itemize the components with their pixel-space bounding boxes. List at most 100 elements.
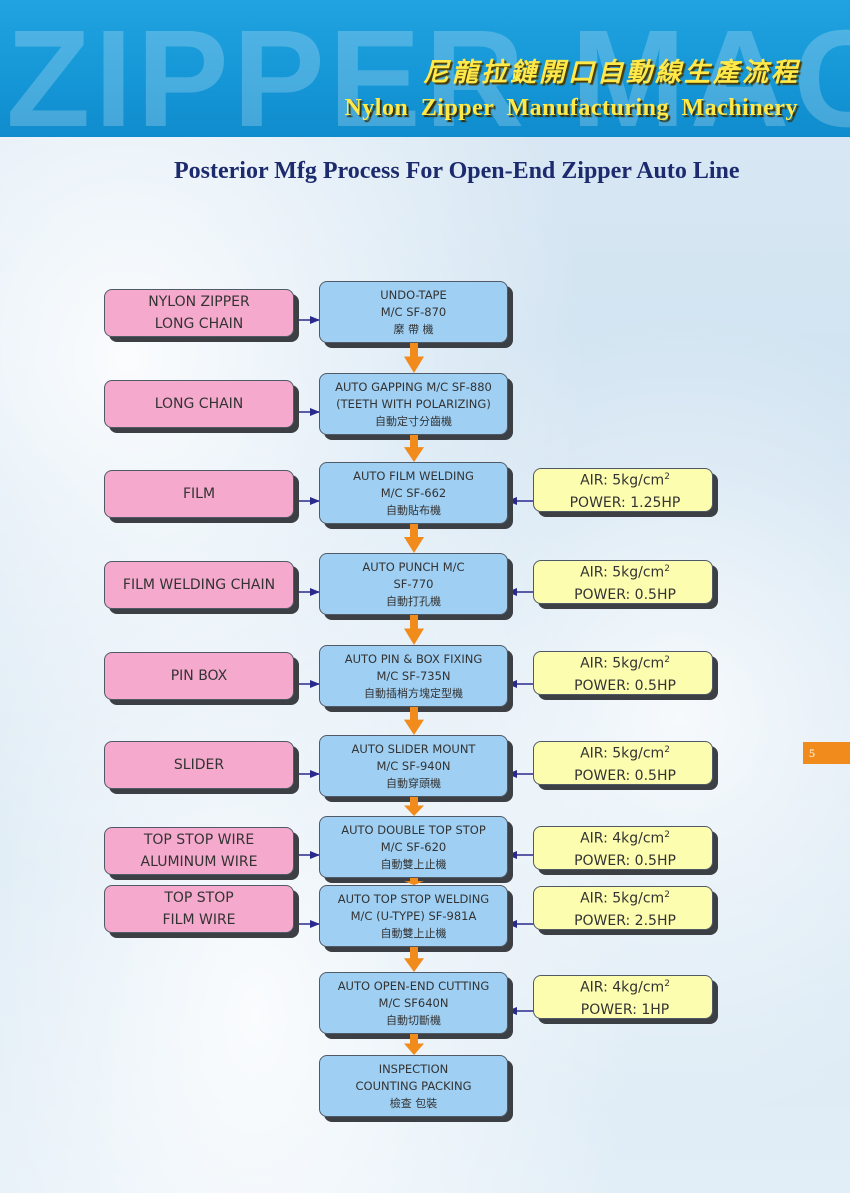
machine-step-label: AUTO GAPPING M/C SF-880 [335, 379, 492, 394]
machine-step-box: AUTO TOP STOP WELDING M/C (U-TYPE) SF-981… [319, 885, 508, 947]
superscript-unit: 2 [664, 472, 670, 483]
input-material-box: LONG CHAIN [104, 380, 294, 428]
machine-step-label: COUNTING PACKING [355, 1078, 472, 1093]
input-material-label: LONG CHAIN [154, 396, 244, 412]
air-pressure-label: AIR: 4kg/cm2 [576, 824, 670, 850]
power-label: POWER: 2.5HP [574, 912, 676, 929]
input-material-box: TOP STOP WIRE ALUMINUM WIRE [104, 827, 294, 875]
machine-step-label: AUTO TOP STOP WELDING [337, 891, 490, 906]
superscript-unit: 2 [664, 890, 670, 901]
machine-step-chinese-label: 自動定寸分齒機 [375, 414, 452, 428]
air-pressure-label: AIR: 5kg/cm2 [576, 466, 670, 492]
air-pressure-value: AIR: 4kg/cm [580, 979, 665, 996]
superscript-unit: 2 [664, 979, 670, 990]
flow-down-arrow [403, 1034, 424, 1055]
input-material-label: FILM WIRE [162, 912, 236, 928]
machine-step-box: AUTO GAPPING M/C SF-880 (TEETH WITH POLAR… [319, 373, 508, 435]
input-material-label: SLIDER [173, 757, 225, 773]
machine-step-label: AUTO PUNCH M/C [362, 559, 465, 574]
machine-step-label: (TEETH WITH POLARIZING) [336, 396, 491, 411]
flow-down-arrow [403, 878, 424, 885]
machine-step-chinese-label: 自動雙上止機 [380, 926, 447, 940]
input-material-label: TOP STOP [164, 890, 234, 906]
machine-step-label: INSPECTION [378, 1061, 449, 1076]
air-pressure-label: AIR: 5kg/cm2 [576, 649, 670, 675]
machine-step-label: UNDO-TAPE [380, 287, 447, 302]
power-label: POWER: 0.5HP [574, 586, 676, 603]
input-material-label: PIN BOX [170, 668, 228, 684]
flow-down-arrow [403, 615, 424, 645]
air-pressure-value: AIR: 4kg/cm [580, 830, 665, 847]
machine-step-box: AUTO PIN & BOX FIXING M/C SF-735N 自動插梢方塊定型… [319, 645, 508, 707]
power-label: POWER: 0.5HP [574, 767, 676, 784]
machine-step-chinese-label: 縻 帶 機 [393, 322, 434, 336]
air-pressure-value: AIR: 5kg/cm [580, 655, 665, 672]
flow-down-arrow [403, 707, 424, 735]
machine-step-label: AUTO DOUBLE TOP STOP [341, 822, 486, 837]
banner-title-chinese: 尼龍拉鏈開口自動線生產流程 [422, 58, 800, 88]
input-material-label: FILM WELDING CHAIN [122, 577, 276, 593]
machine-step-chinese-label: 自動打孔機 [386, 594, 441, 608]
flow-down-arrow [403, 524, 424, 553]
power-label: POWER: 1HP [580, 1001, 670, 1018]
machine-step-chinese-label: 自動插梢方塊定型機 [364, 686, 463, 700]
input-material-box: FILM WELDING CHAIN [104, 561, 294, 609]
input-material-label: LONG CHAIN [154, 316, 244, 332]
machine-step-box: INSPECTION COUNTING PACKING 檢查 包裝 [319, 1055, 508, 1117]
air-pressure-label: AIR: 5kg/cm2 [576, 884, 670, 910]
machine-step-label: M/C SF-620 [380, 839, 447, 854]
machine-step-label: AUTO PIN & BOX FIXING [344, 651, 483, 666]
superscript-unit: 2 [664, 564, 670, 575]
machine-step-box: AUTO OPEN-END CUTTING M/C SF640N 自動切斷機 [319, 972, 508, 1034]
input-material-box: SLIDER [104, 741, 294, 789]
superscript-unit: 2 [664, 745, 670, 756]
power-label: POWER: 0.5HP [574, 677, 676, 694]
machine-step-label: M/C (U-TYPE) SF-981A [350, 908, 477, 923]
superscript-unit: 2 [664, 830, 670, 841]
machine-step-label: AUTO SLIDER MOUNT [351, 741, 476, 756]
machine-step-box: AUTO DOUBLE TOP STOP M/C SF-620 自動雙上止機 [319, 816, 508, 878]
machine-step-label: M/C SF640N [378, 995, 449, 1010]
banner-watermark: ZIPPER MACHINE [6, 2, 850, 137]
machine-step-chinese-label: 檢查 包裝 [389, 1096, 438, 1110]
flow-down-arrow [403, 797, 424, 816]
machine-step-chinese-label: 自動穿頭機 [386, 776, 441, 790]
machine-step-chinese-label: 自動切斷機 [386, 1013, 441, 1027]
machine-step-chinese-label: 自動雙上止機 [380, 857, 447, 871]
machine-step-label: M/C SF-870 [380, 304, 447, 319]
superscript-unit: 2 [664, 655, 670, 666]
input-material-box: TOP STOP FILM WIRE [104, 885, 294, 933]
air-pressure-value: AIR: 5kg/cm [580, 472, 665, 489]
power-label: POWER: 1.25HP [569, 494, 681, 511]
input-material-label: NYLON ZIPPER [148, 294, 250, 310]
air-pressure-label: AIR: 4kg/cm2 [576, 973, 670, 999]
input-material-label: TOP STOP WIRE [143, 832, 255, 848]
air-pressure-value: AIR: 5kg/cm [580, 564, 665, 581]
machine-step-label: M/C SF-735N [376, 668, 451, 683]
flow-down-arrow [403, 947, 424, 972]
machine-step-label: M/C SF-662 [380, 485, 447, 500]
power-label: POWER: 0.5HP [574, 852, 676, 869]
input-material-label: ALUMINUM WIRE [140, 854, 258, 870]
machine-step-label: AUTO OPEN-END CUTTING [337, 978, 490, 993]
machine-step-label: SF-770 [393, 576, 434, 591]
air-pressure-label: AIR: 5kg/cm2 [576, 558, 670, 584]
input-material-box: PIN BOX [104, 652, 294, 700]
input-material-box: NYLON ZIPPER LONG CHAIN [104, 289, 294, 337]
page-number: 5 [803, 742, 850, 764]
machine-step-label: AUTO FILM WELDING [353, 468, 474, 483]
air-pressure-value: AIR: 5kg/cm [580, 890, 665, 907]
flow-down-arrow [403, 343, 424, 373]
flow-down-arrow [403, 435, 424, 462]
page-title: Posterior Mfg Process For Open-End Zippe… [174, 158, 740, 184]
machine-step-box: UNDO-TAPE M/C SF-870 縻 帶 機 [319, 281, 508, 343]
air-pressure-label: AIR: 5kg/cm2 [576, 739, 670, 765]
